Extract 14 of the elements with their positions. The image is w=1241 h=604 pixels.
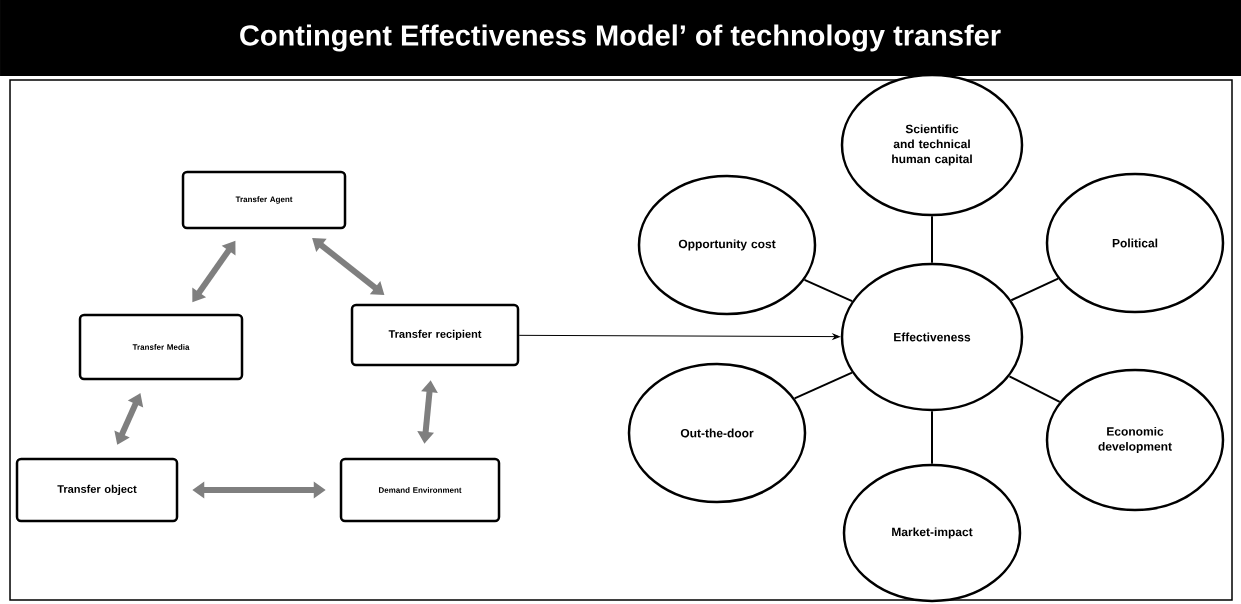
arrow <box>518 333 840 340</box>
connector-line <box>1010 277 1060 302</box>
connector-line <box>931 215 933 264</box>
node-label: Market-impact <box>892 527 973 539</box>
title: Contingent Effectiveness Model’ of technology transfer <box>240 24 1001 52</box>
connector-line <box>793 371 853 400</box>
connector-line <box>1008 375 1061 403</box>
process-box: Transfer object <box>15 457 179 523</box>
process-box: Demand Environment <box>339 457 501 523</box>
process-box: Transfer Media <box>78 313 244 381</box>
process-box: Transfer recipient <box>350 303 520 367</box>
connector-line <box>931 410 933 465</box>
process-box: Transfer Agent <box>181 170 347 230</box>
connector-line <box>803 278 854 303</box>
